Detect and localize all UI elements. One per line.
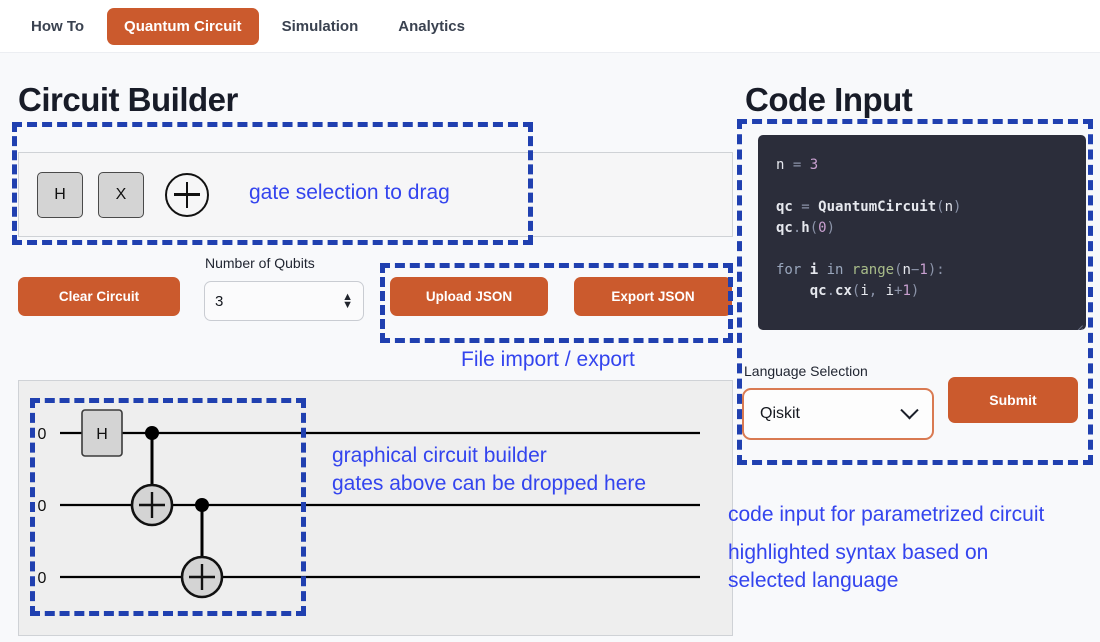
language-select-value: Qiskit bbox=[760, 405, 800, 422]
code-editor[interactable]: n = 3 qc = QuantumCircuit(n) qc.h(0) for… bbox=[758, 135, 1086, 330]
export-json-button[interactable]: Export JSON bbox=[574, 277, 732, 316]
tab-simulation[interactable]: Simulation bbox=[281, 17, 359, 35]
code-annotation-text: code input for parametrized circuit bbox=[728, 503, 1045, 526]
circuit-annotation-text: graphical circuit builder gates above ca… bbox=[332, 444, 647, 495]
number-of-qubits-input[interactable]: 3 ▲ ▼ bbox=[204, 281, 364, 321]
gate-palette[interactable]: H X bbox=[18, 152, 733, 237]
circuit-gate-h-label: H bbox=[96, 426, 108, 443]
clear-circuit-button[interactable]: Clear Circuit bbox=[18, 277, 180, 316]
circuit-diagram: 0 0 0 H bbox=[38, 409, 700, 599]
code-input-heading: Code Input bbox=[745, 81, 913, 118]
tab-how-to[interactable]: How To bbox=[31, 17, 85, 35]
circuit-gate-h[interactable] bbox=[81, 409, 123, 457]
gate-selection-annotation-text: gate selection to drag bbox=[249, 181, 450, 204]
number-of-qubits-value: 3 bbox=[215, 292, 224, 310]
submit-button[interactable]: Submit bbox=[948, 377, 1078, 423]
qubit-label: 0 bbox=[38, 498, 47, 515]
file-io-annotation-text: File import / export bbox=[461, 348, 635, 371]
tab-analytics[interactable]: Analytics bbox=[398, 17, 465, 35]
qubit-label: 0 bbox=[38, 426, 47, 443]
qubit-label: 0 bbox=[38, 570, 47, 587]
circuit-canvas[interactable]: 0 0 0 H bbox=[18, 380, 733, 636]
circuit-builder-heading: Circuit Builder bbox=[18, 81, 238, 118]
number-of-qubits-label: Number of Qubits bbox=[205, 255, 315, 271]
chevron-down-icon[interactable] bbox=[900, 400, 919, 419]
qubit-stepper[interactable]: ▲ ▼ bbox=[342, 291, 353, 311]
syntax-annotation-text: highlighted syntax based on selected lan… bbox=[728, 541, 989, 592]
gate-h[interactable]: H bbox=[37, 171, 83, 218]
stepper-down-icon[interactable]: ▼ bbox=[342, 299, 353, 311]
upload-json-button[interactable]: Upload JSON bbox=[390, 277, 548, 316]
resize-grip-icon[interactable] bbox=[1074, 318, 1083, 327]
stepper-up-icon[interactable]: ▲ bbox=[342, 291, 353, 303]
gate-x[interactable]: X bbox=[98, 171, 144, 218]
gate-cnot-icon[interactable] bbox=[165, 172, 209, 217]
cnot-control-dot[interactable] bbox=[195, 498, 209, 512]
tab-quantum-circuit[interactable]: Quantum Circuit bbox=[107, 7, 259, 45]
cnot-control-dot[interactable] bbox=[145, 426, 159, 440]
language-select[interactable]: Qiskit bbox=[742, 388, 934, 440]
top-navbar: How To Quantum Circuit Simulation Analyt… bbox=[0, 0, 1100, 53]
language-selection-label: Language Selection bbox=[744, 363, 868, 379]
